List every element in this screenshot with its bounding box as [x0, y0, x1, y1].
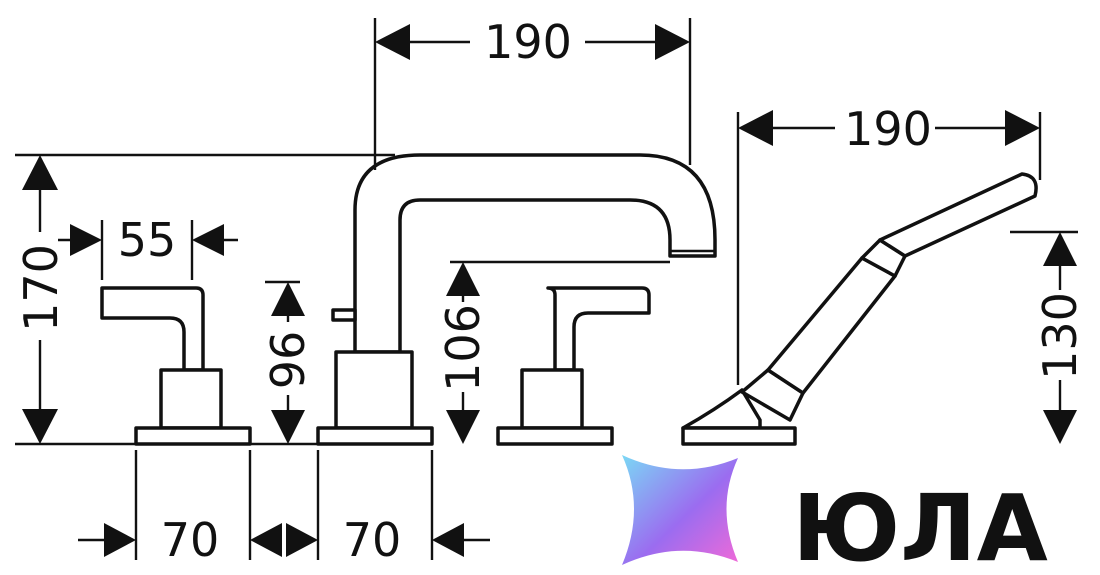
- left-handle-lever: [100, 286, 205, 372]
- dim-spacing-arrow-3: [286, 523, 318, 557]
- dim-height-arrow-top: [22, 155, 58, 190]
- dim-outlet-label: 106: [436, 304, 490, 392]
- dim-shower-190: 190: [736, 102, 1042, 385]
- dim-outlet-height-106: 106: [436, 260, 670, 444]
- dim-handle-width-arrow-left: [70, 224, 102, 256]
- dim-spout-arrow-right: [655, 24, 690, 60]
- logo: ЮЛА: [622, 455, 1048, 575]
- right-handle-body: [520, 368, 584, 430]
- center-spout: [316, 153, 717, 446]
- dim-spacing: 70 70: [78, 450, 490, 567]
- dim-spacing-arrow-1: [104, 523, 136, 557]
- dim-shower-label: 190: [844, 102, 932, 156]
- dim-handle-width-55: 55: [58, 213, 238, 280]
- dim-outlet-arrow-top: [446, 262, 480, 296]
- right-handle-base: [496, 426, 614, 446]
- left-handle-body: [159, 368, 223, 430]
- hand-shower-head: [878, 172, 1038, 258]
- dim-handle-height-arrow-top: [271, 282, 305, 316]
- dim-height-arrow-bottom: [22, 409, 58, 444]
- dim-shower-height-130: 130: [1010, 230, 1087, 444]
- dim-spout-label: 190: [484, 15, 572, 69]
- dim-shower-height-arrow-top: [1043, 232, 1077, 266]
- dim-height-170: 170: [14, 153, 395, 444]
- dim-spacing-arrow-4: [432, 523, 464, 557]
- hand-shower-handle: [766, 256, 897, 395]
- hand-shower-base: [681, 426, 797, 446]
- dim-spacing-arrow-2: [250, 523, 282, 557]
- dim-spout-190: 190: [373, 15, 692, 170]
- dim-spout-arrow-left: [375, 24, 410, 60]
- dim-shower-height-label: 130: [1033, 292, 1087, 380]
- logo-star-icon: [622, 455, 738, 565]
- dim-handle-height-label: 96: [261, 331, 315, 390]
- spout-base: [316, 426, 434, 446]
- diverter-knob: [331, 308, 357, 322]
- dim-shower-arrow-right: [1005, 110, 1040, 146]
- dim-height-label: 170: [14, 244, 68, 332]
- logo-text: ЮЛА: [792, 475, 1048, 575]
- dim-shower-arrow-left: [738, 110, 773, 146]
- spout-body: [334, 350, 414, 430]
- left-handle-base: [134, 426, 252, 446]
- dim-spacing-left-label: 70: [161, 513, 220, 567]
- dim-handle-width-arrow-right: [192, 224, 224, 256]
- dim-outlet-arrow-bottom: [446, 410, 480, 444]
- dim-handle-height-96: 96: [261, 280, 315, 444]
- left-handle: [100, 286, 252, 446]
- spout-arm: [353, 153, 717, 354]
- hand-shower-holder: [681, 388, 762, 430]
- dim-handle-height-arrow-bottom: [271, 410, 305, 444]
- dim-handle-width-label: 55: [118, 213, 177, 267]
- dim-shower-height-arrow-bottom: [1043, 410, 1077, 444]
- dim-spacing-right-label: 70: [343, 513, 402, 567]
- right-handle: [496, 286, 651, 446]
- hand-shower: [681, 172, 1038, 446]
- right-handle-lever: [546, 286, 651, 372]
